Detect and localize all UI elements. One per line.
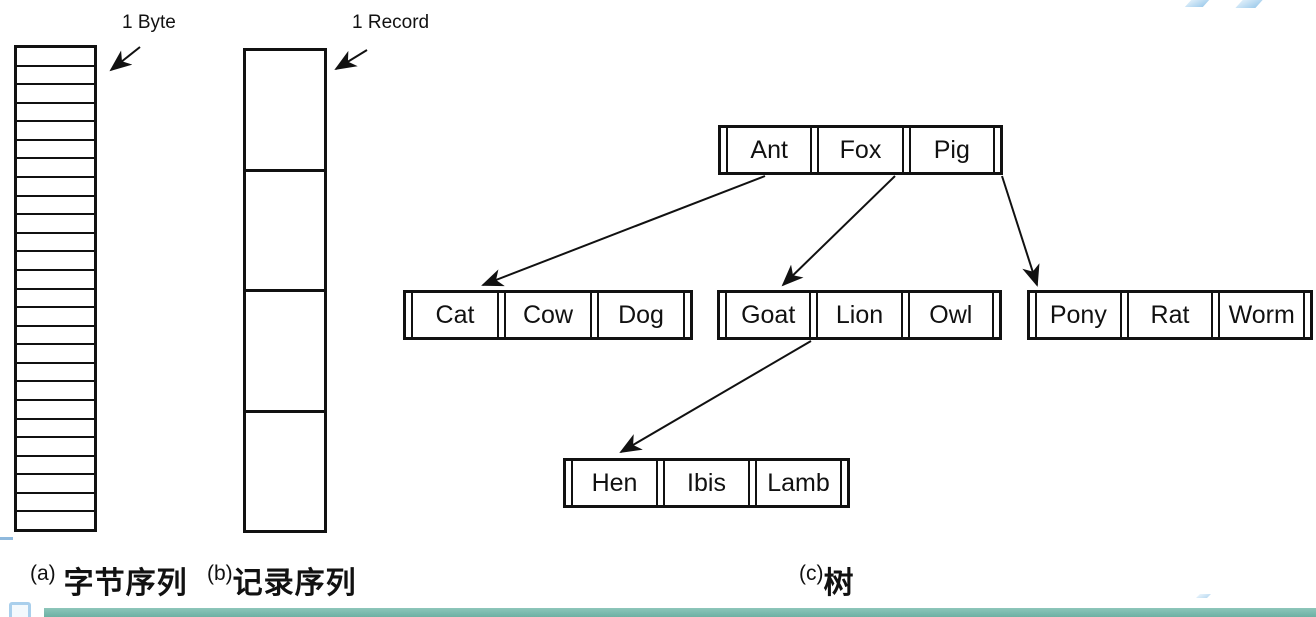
decorative-square-icon: [9, 602, 31, 617]
byte-row: [17, 457, 94, 476]
byte-row: [17, 290, 94, 309]
byte-row: [17, 104, 94, 123]
node-separator: [994, 293, 999, 337]
record-cell: [246, 51, 324, 172]
decorative-dash: [0, 537, 13, 540]
record-pointer-label: 1 Record: [352, 12, 430, 33]
byte-row: [17, 252, 94, 271]
arrow-record-pointer: [334, 49, 368, 71]
byte-row: [17, 308, 94, 327]
byte-row: [17, 345, 94, 364]
caption-prefix: (a): [30, 562, 56, 585]
record-cell: [246, 292, 324, 413]
tree-cell: Cow: [504, 293, 592, 337]
byte-row: [17, 48, 94, 67]
record-sequence-column: [243, 48, 327, 533]
tree-cell: Goat: [725, 293, 812, 337]
caption-byte-sequence: (a) 字节序列: [30, 558, 188, 602]
tree-cell: Lion: [816, 293, 903, 337]
arrow-root-to-mid-child: [781, 175, 896, 287]
tree-cell: Pig: [908, 128, 995, 172]
caption-record-sequence: (b) 记录序列: [207, 558, 357, 602]
decorative-slash-icon: [1184, 0, 1210, 7]
byte-row: [17, 159, 94, 179]
caption-prefix: (c): [799, 562, 824, 585]
arrow-root-to-left-child: [481, 175, 766, 287]
node-separator: [842, 461, 847, 505]
caption-prefix: (b): [207, 562, 233, 585]
node-separator: [1305, 293, 1310, 337]
byte-row: [17, 67, 94, 86]
bottom-accent-bar: [44, 608, 1316, 617]
byte-row: [17, 122, 94, 141]
record-cell: [246, 172, 324, 292]
arrow-byte-pointer: [109, 46, 141, 72]
tree-node-child-right: Pony Rat Worm: [1027, 290, 1313, 340]
byte-sequence-column: [14, 45, 97, 532]
byte-row: [17, 215, 94, 234]
tree-cell: Pony: [1035, 293, 1122, 337]
tree-cell: Dog: [597, 293, 685, 337]
tree-cell: Lamb: [755, 461, 842, 505]
tree-cell: Owl: [907, 293, 994, 337]
arrow-root-to-right-child: [1001, 175, 1040, 287]
byte-row: [17, 494, 94, 513]
byte-row: [17, 141, 94, 160]
caption-tree: (c) 树: [799, 558, 855, 602]
byte-row: [17, 364, 94, 383]
byte-row: [17, 197, 94, 216]
byte-row: [17, 401, 94, 420]
byte-pointer-label: 1 Byte: [122, 12, 176, 33]
byte-row: [17, 234, 94, 253]
byte-row: [17, 475, 94, 494]
byte-row: [17, 382, 94, 401]
tree-cell: Ibis: [663, 461, 750, 505]
byte-row: [17, 420, 94, 439]
byte-row: [17, 327, 94, 346]
tree-node-child-left: Cat Cow Dog: [403, 290, 693, 340]
tree-cell: Cat: [411, 293, 499, 337]
decorative-speck: [1196, 594, 1211, 598]
caption-text: 字节序列: [63, 567, 188, 600]
tree-node-child-mid: Goat Lion Owl: [717, 290, 1002, 340]
tree-cell: Worm: [1218, 293, 1306, 337]
tree-cell: Ant: [726, 128, 813, 172]
node-separator: [995, 128, 1000, 172]
byte-row: [17, 178, 94, 197]
byte-row: [17, 438, 94, 457]
tree-node-root: Ant Fox Pig: [718, 125, 1003, 175]
caption-text: 树: [823, 567, 855, 600]
byte-row: [17, 85, 94, 104]
decorative-slash-icon: [1235, 0, 1263, 8]
byte-row: [17, 271, 94, 290]
arrow-mid-child-to-grandchild: [619, 340, 812, 454]
tree-node-grandchild: Hen Ibis Lamb: [563, 458, 850, 508]
tree-cell: Rat: [1126, 293, 1214, 337]
caption-text: 记录序列: [232, 567, 357, 600]
node-separator: [685, 293, 690, 337]
tree-cell: Hen: [571, 461, 658, 505]
tree-cell: Fox: [817, 128, 904, 172]
byte-row: [17, 512, 94, 529]
record-cell: [246, 413, 324, 531]
